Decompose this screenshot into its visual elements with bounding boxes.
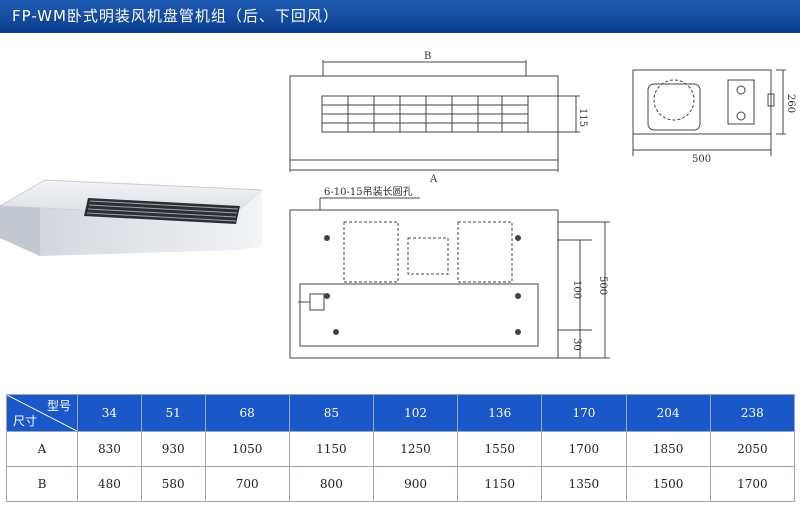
- technical-drawing: B A 115 500 260 6-10-15吊装长圆孔 100 30 500: [289, 51, 796, 359]
- table-cell: 1250: [372, 431, 459, 467]
- dim-b: B: [424, 51, 431, 62]
- table-cell: 1700: [709, 466, 796, 502]
- dim-a: A: [429, 174, 438, 185]
- table-row: A 830 930 1050 1150 1250 1550 1700 1850 …: [6, 431, 796, 467]
- model-header: 68: [204, 394, 290, 432]
- spec-table: 型号 尺寸 34 51 68 85 102 136 170 204 238 A …: [6, 394, 796, 502]
- dim-260: 260: [785, 94, 796, 113]
- table-cell: 900: [372, 466, 459, 502]
- model-header: 136: [457, 394, 543, 432]
- table-cell: 830: [77, 431, 142, 467]
- corner-dim-label: 尺寸: [13, 414, 38, 428]
- table-cell: 1050: [204, 431, 290, 467]
- header-row: 型号 尺寸 34 51 68 85 102 136 170 204 238: [6, 394, 796, 432]
- table-row: B 480 580 700 800 900 1150 1350 1500 170…: [6, 466, 796, 502]
- table-cell: 800: [288, 466, 374, 502]
- table-cell: 1850: [625, 431, 711, 467]
- table-cell: 2050: [709, 431, 796, 467]
- hole-note: 6-10-15吊装长圆孔: [324, 185, 413, 198]
- table-cell: 1350: [541, 466, 627, 502]
- row-label: B: [6, 466, 78, 502]
- dim-500-plan: 500: [597, 276, 608, 295]
- corner-diagonal: [7, 395, 77, 431]
- table-cell: 480: [77, 466, 142, 502]
- row-label: A: [6, 431, 78, 467]
- table-cell: 1500: [625, 466, 711, 502]
- dim-115: 115: [577, 108, 588, 127]
- table-cell: 1700: [541, 431, 627, 467]
- page-title: FP-WM卧式明装风机盘管机组（后、下回风）: [12, 7, 339, 25]
- model-header: 51: [140, 394, 206, 432]
- table-cell: 1150: [457, 466, 543, 502]
- table-cell: 930: [140, 431, 206, 467]
- product-photo: [0, 179, 262, 256]
- dim-100: 100: [571, 280, 582, 299]
- model-header: 85: [288, 394, 374, 432]
- title-bar: FP-WM卧式明装风机盘管机组（后、下回风）: [0, 0, 800, 33]
- table-cell: 700: [204, 466, 290, 502]
- table-cell: 580: [140, 466, 206, 502]
- table-cell: 1150: [288, 431, 374, 467]
- dim-30: 30: [571, 338, 582, 351]
- model-header: 238: [709, 394, 796, 432]
- table-cell: 1550: [457, 431, 543, 467]
- model-header: 102: [372, 394, 459, 432]
- model-header: 170: [541, 394, 627, 432]
- corner-model-label: 型号: [46, 399, 71, 413]
- corner-cell: 型号 尺寸: [6, 394, 78, 432]
- model-header: 34: [77, 394, 142, 432]
- model-header: 204: [625, 394, 711, 432]
- dim-500-side: 500: [692, 154, 711, 165]
